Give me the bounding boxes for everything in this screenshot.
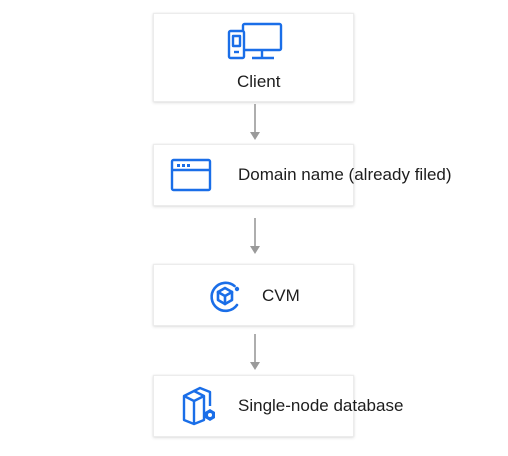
arrow-client-to-domain — [250, 104, 260, 140]
cvm-label: CVM — [262, 286, 300, 305]
cvm-node — [153, 264, 354, 326]
database-icon — [182, 386, 215, 426]
arrow-domain-to-cvm — [250, 218, 260, 254]
arrow-cvm-to-db — [250, 334, 260, 370]
domain-label: Domain name (already filed) — [238, 165, 452, 184]
computer-icon — [227, 22, 283, 60]
browser-window-icon — [170, 158, 212, 192]
client-label: Client — [237, 72, 281, 91]
cvm-icon — [210, 281, 240, 313]
domain-node — [153, 144, 354, 206]
database-node — [153, 375, 354, 437]
database-label: Single-node database — [238, 396, 404, 415]
